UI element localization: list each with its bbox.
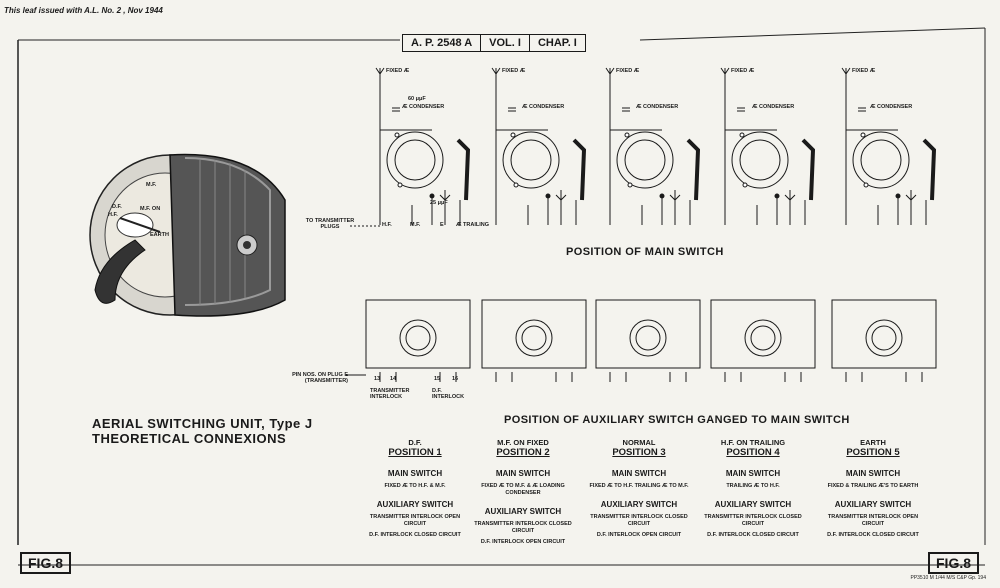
mf-label: M.F. <box>410 222 421 228</box>
position-label: POSITION 5 <box>846 447 900 458</box>
photo-label-mf: M.F. <box>146 182 157 188</box>
main-switch-detail: FIXED & TRAILING Æ'S TO EARTH <box>827 483 919 489</box>
figure-title: AERIAL SWITCHING UNIT, Type J THEORETICA… <box>92 416 313 446</box>
aux-detail-1: TRANSMITTER INTERLOCK CLOSED CIRCUIT <box>590 514 688 527</box>
figure-title-line2: THEORETICAL CONNEXIONS <box>92 431 287 446</box>
switch-unit-illustration <box>89 153 286 317</box>
condenser-label-5: Æ CONDENSER <box>870 104 913 110</box>
aux-switch-title: POSITION OF AUXILIARY SWITCH GANGED TO M… <box>504 414 850 426</box>
position-sub: NORMAL <box>622 438 656 447</box>
main-switch-diagrams <box>350 67 937 227</box>
main-switch-title: POSITION OF MAIN SWITCH <box>566 246 724 258</box>
pin-16: 16 <box>452 376 459 382</box>
aux-detail-2: D.F. INTERLOCK OPEN CIRCUIT <box>596 532 682 538</box>
position-sub: H.F. ON TRAILING <box>720 438 786 447</box>
pin-14: 14 <box>390 376 397 382</box>
aux-switch-heading: AUXILIARY SWITCH <box>376 500 454 509</box>
figure-title-line1: AERIAL SWITCHING UNIT, Type J <box>92 416 313 431</box>
main-switch-heading: MAIN SWITCH <box>495 469 551 478</box>
condenser-label-3: Æ CONDENSER <box>636 104 679 110</box>
photo-label-earth: EARTH <box>150 232 169 238</box>
chapter: CHAP. I <box>537 37 577 49</box>
position-sub: M.F. ON FIXED <box>497 438 549 447</box>
position-2-block: M.F. ON FIXED POSITION 2 MAIN SWITCH FIX… <box>468 438 578 546</box>
aux-detail-1: TRANSMITTER INTERLOCK CLOSED CIRCUIT <box>474 521 572 534</box>
photo-label-mf-on: M.F. ON <box>140 206 161 212</box>
aux-detail-2: D.F. INTERLOCK CLOSED CIRCUIT <box>827 532 919 538</box>
main-switch-detail: FIXED Æ TO H.F. TRAILING Æ TO M.F. <box>589 483 689 489</box>
condenser-value-label: 60 μμF <box>408 96 426 102</box>
fixed-aerial-label-2: FIXED Æ <box>502 68 526 74</box>
main-switch-detail: FIXED Æ TO M.F. & Æ LOADING CONDENSER <box>481 483 565 496</box>
fixed-aerial-label-4: FIXED Æ <box>731 68 755 74</box>
ap-number: A. P. 2548 A <box>403 35 482 51</box>
main-switch-heading: MAIN SWITCH <box>387 469 443 478</box>
earth-label: E <box>440 222 444 228</box>
position-label: POSITION 1 <box>388 447 442 458</box>
position-1-block: D.F. POSITION 1 MAIN SWITCH FIXED Æ TO H… <box>360 438 470 539</box>
aux-detail-2: D.F. INTERLOCK OPEN CIRCUIT <box>480 539 566 545</box>
position-5-block: EARTH POSITION 5 MAIN SWITCH FIXED & TRA… <box>818 438 928 539</box>
pin-15: 15 <box>434 376 441 382</box>
main-switch-heading: MAIN SWITCH <box>725 469 781 478</box>
aux-switch-heading: AUXILIARY SWITCH <box>834 500 912 509</box>
position-sub: EARTH <box>860 438 886 447</box>
aux-detail-2: D.F. INTERLOCK CLOSED CIRCUIT <box>707 532 799 538</box>
fixed-aerial-label: FIXED Æ <box>386 68 410 74</box>
aux-detail-1: TRANSMITTER INTERLOCK OPEN CIRCUIT <box>369 514 461 527</box>
to-transmitter-label: TO TRANSMITTER PLUGS <box>305 218 355 230</box>
trailing-label: Æ TRAILING <box>456 222 489 228</box>
transmitter-interlock-label: TRANSMITTER INTERLOCK <box>370 388 410 400</box>
position-4-block: H.F. ON TRAILING POSITION 4 MAIN SWITCH … <box>698 438 808 539</box>
fig-label-left: FIG.8 <box>20 552 72 574</box>
aux-switch-heading: AUXILIARY SWITCH <box>600 500 678 509</box>
aux-detail-2: D.F. INTERLOCK CLOSED CIRCUIT <box>369 532 461 538</box>
photo-label-df: D.F. <box>112 204 122 210</box>
leaf-issue-note: This leaf issued with A.L. No. 2 , Nov 1… <box>4 6 163 15</box>
condenser-label-4: Æ CONDENSER <box>752 104 795 110</box>
aux-detail-1: TRANSMITTER INTERLOCK OPEN CIRCUIT <box>827 514 919 527</box>
aux-switch-heading: AUXILIARY SWITCH <box>714 500 792 509</box>
main-switch-heading: MAIN SWITCH <box>845 469 901 478</box>
photo-label-hf: H.F. <box>108 212 118 218</box>
main-switch-detail: TRAILING Æ TO H.F. <box>726 483 780 489</box>
volume: VOL. I <box>481 35 530 51</box>
main-switch-detail: FIXED Æ TO H.F. & M.F. <box>384 483 446 489</box>
condenser-label: Æ CONDENSER <box>402 104 445 110</box>
aux-switch-heading: AUXILIARY SWITCH <box>484 507 562 516</box>
print-footer: PP3510 M 1/44 M/S C&P Gp. 194 <box>910 575 986 581</box>
position-3-block: NORMAL POSITION 3 MAIN SWITCH FIXED Æ TO… <box>584 438 694 539</box>
hf-label: H.F. <box>382 222 392 228</box>
position-label: POSITION 2 <box>496 447 550 458</box>
fixed-aerial-label-5: FIXED Æ <box>852 68 876 74</box>
reference-box: A. P. 2548 A VOL. I CHAP. I <box>402 34 586 52</box>
aux-detail-1: TRANSMITTER INTERLOCK CLOSED CIRCUIT <box>704 514 802 527</box>
pin-nos-label: PIN NOS. ON PLUG E (TRANSMITTER) <box>292 372 348 384</box>
pin-13: 13 <box>374 376 381 382</box>
small-cap-label: 25 μμF <box>430 200 448 206</box>
position-label: POSITION 3 <box>612 447 666 458</box>
fig-label-right: FIG.8 <box>928 552 980 574</box>
fixed-aerial-label-3: FIXED Æ <box>616 68 640 74</box>
df-interlock-label: D.F. INTERLOCK <box>432 388 465 400</box>
position-label: POSITION 4 <box>726 447 780 458</box>
condenser-label-2: Æ CONDENSER <box>522 104 565 110</box>
position-sub: D.F. <box>408 438 422 447</box>
aux-switch-diagrams <box>346 299 937 382</box>
main-switch-heading: MAIN SWITCH <box>611 469 667 478</box>
